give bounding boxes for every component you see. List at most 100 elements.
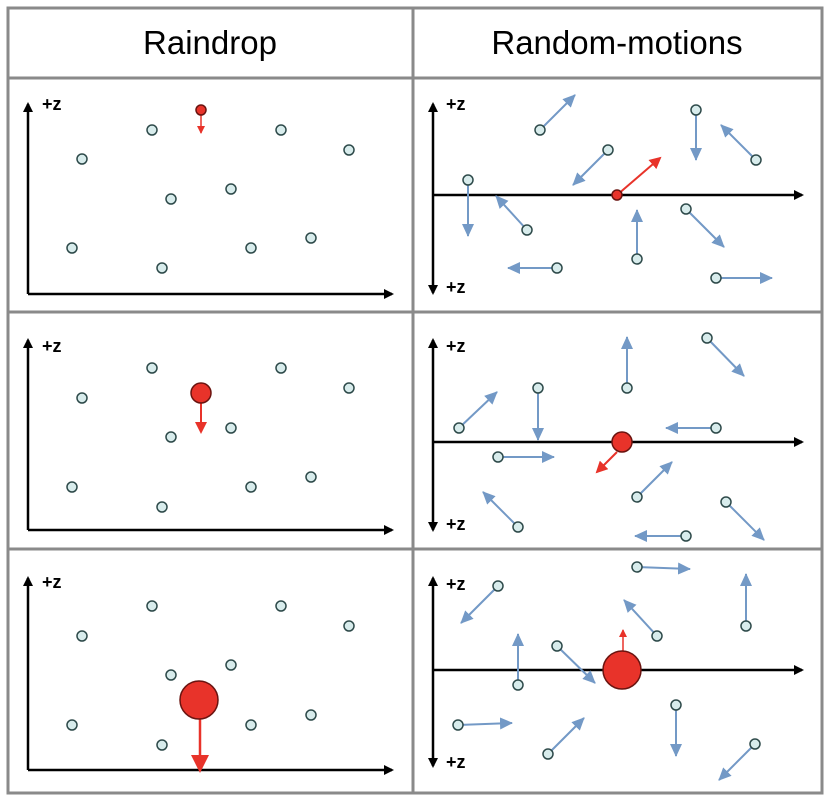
motion-arrow [458,391,498,429]
particle [245,481,257,493]
raindrop [602,650,642,690]
particle [305,471,317,483]
particle [453,422,465,434]
particle [690,104,702,116]
raindrop [611,189,623,201]
particle [750,154,762,166]
particle [275,124,287,136]
particle [305,232,317,244]
raindrop [190,382,212,404]
motion-arrow [706,337,745,377]
particle [701,332,713,344]
motion-arrow [718,743,756,781]
z-axis-label-top: +z [446,94,466,114]
drop-motion-arrow [616,156,662,196]
particle [602,144,614,156]
z-axis-label: +z [42,94,62,114]
particle [631,253,643,265]
raindrop-panel-2: +z [23,336,394,535]
raindrop-panel-3: +z [23,572,394,775]
particle [710,272,722,284]
z-axis-label: +z [42,572,62,592]
particle [165,193,177,205]
particle [76,153,88,165]
raindrop [611,431,633,453]
particle [532,382,544,394]
motion-arrow [720,124,757,161]
motion-arrow [623,599,658,637]
particle [156,739,168,751]
motion-arrow [457,717,513,730]
particle [146,124,158,136]
particle [76,392,88,404]
particle [680,530,692,542]
particle [245,719,257,731]
drop-motion-arrow [595,451,618,474]
motion-arrow [725,501,765,541]
particle [76,630,88,642]
particle [343,144,355,156]
particle [631,561,643,573]
particle [492,451,504,463]
header-raindrop: Raindrop [143,24,277,61]
particle [651,630,663,642]
particle [225,422,237,434]
particle [305,709,317,721]
particle [343,382,355,394]
particle [492,580,504,592]
particle [343,620,355,632]
raindrop [179,680,219,720]
motion-arrows [458,336,765,542]
motion-arrows [457,562,756,781]
particle [542,748,554,760]
particle [521,224,533,236]
grid-frame [6,6,824,795]
z-axis-label-bottom: +z [446,514,466,534]
particle [156,501,168,513]
particle [225,659,237,671]
particle [452,719,464,731]
particle [631,491,643,503]
motion-arrow [539,94,576,131]
z-axis-label-top: +z [446,574,466,594]
particles [453,332,732,542]
particle [680,203,692,215]
particle [534,124,546,136]
raindrop [195,104,207,116]
particle [670,699,682,711]
particle [146,600,158,612]
particle [462,174,474,186]
particles [462,104,762,284]
particle [749,738,761,750]
random-motions-panel-3: +z +z [428,561,804,781]
particles [452,561,761,760]
particle [165,431,177,443]
particle [551,262,563,274]
z-axis-label: +z [42,336,62,356]
particle [512,679,524,691]
particle [740,620,752,632]
motion-arrow [460,585,499,624]
z-axis-label-bottom: +z [446,277,466,297]
random-motions-panel-2: +z +z [428,332,804,542]
raindrop-panel-1: +z [23,94,394,299]
header-random-motions: Random-motions [491,24,742,61]
particle [156,262,168,274]
motion-arrow [556,645,596,684]
particle [165,669,177,681]
motion-arrow [482,491,519,528]
motion-arrow [495,195,528,231]
particle [720,496,732,508]
particle [512,521,524,533]
particle [710,422,722,434]
frame-border [6,6,824,795]
particles [66,600,355,751]
random-motions-panel-1: +z +z [428,94,804,297]
z-axis-label-bottom: +z [446,752,466,772]
particle [225,183,237,195]
particle [146,362,158,374]
motion-arrows [462,94,773,284]
particle [551,640,563,652]
motion-arrow [685,208,725,248]
